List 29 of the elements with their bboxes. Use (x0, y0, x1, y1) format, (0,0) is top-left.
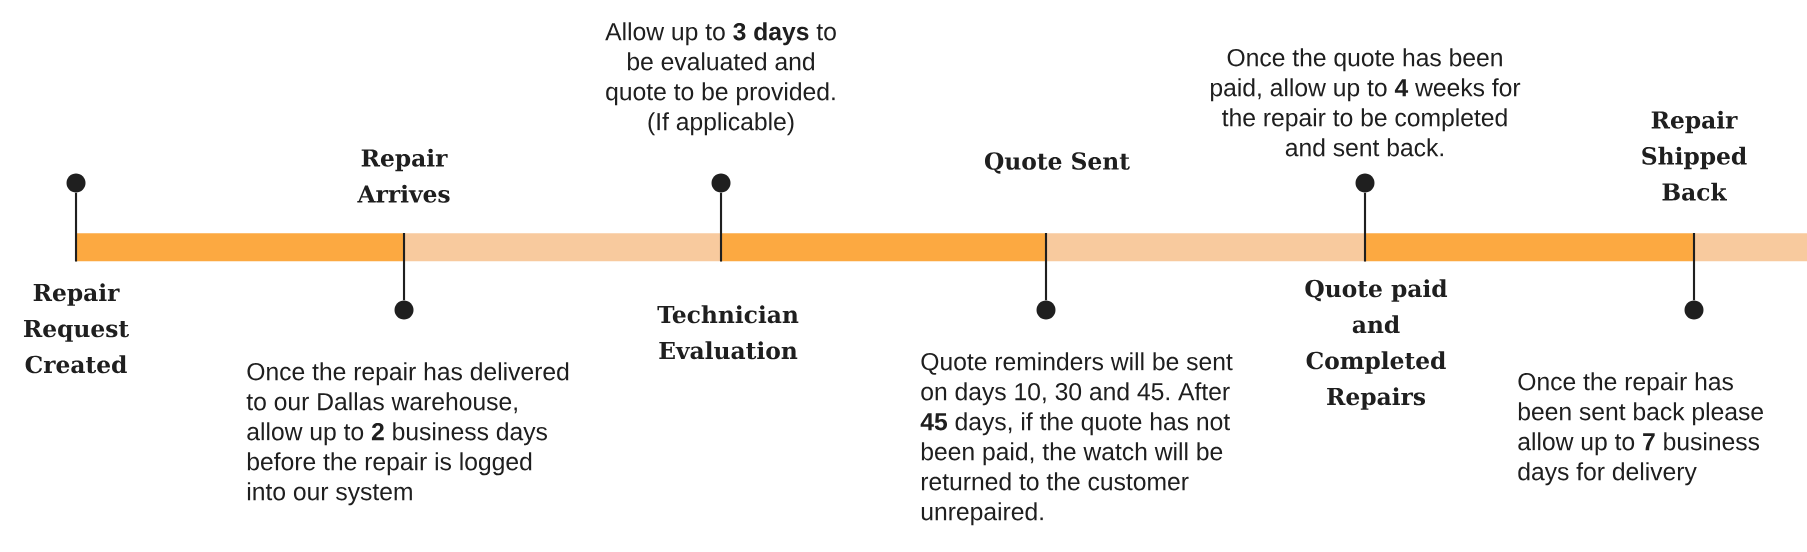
milestone-title: Repair Request Created (23, 283, 129, 374)
milestone-dot (711, 173, 731, 193)
timeline-segment (404, 233, 722, 262)
milestone-note: Once the repair has been sent back please allow up to 7 business days for delivery (1518, 372, 1763, 486)
milestone-title: Quote Sent (984, 152, 1130, 174)
timeline-segment (1046, 233, 1366, 262)
milestone-dot (66, 173, 86, 193)
stem-line (74, 192, 78, 262)
stem-line (1363, 192, 1367, 262)
stem-line (402, 233, 406, 301)
milestone-title: Repair Shipped Back (1642, 110, 1747, 201)
stem-line (719, 192, 723, 262)
stem-line (1044, 233, 1048, 301)
milestone-title: Quote paid and Completed Repairs (1305, 279, 1448, 410)
milestone-note: Once the repair has delivered to our Dallas warehouse, allow up to 2 business days before the repair is logged into our system (246, 362, 569, 506)
timeline-segment (76, 233, 405, 262)
milestone-note: Allow up to 3 days to be evaluated and quote to be provided. (If applicable) (605, 22, 836, 136)
milestone-note: Quote reminders will be sent on days 10, 30 and 45. After 45 days, if the quote has not been paid, the watch will be returned to the customer unrepaired. (920, 352, 1233, 526)
milestone-dot (1036, 300, 1056, 320)
milestone-title: Technician Evaluation (657, 305, 799, 360)
milestone-note: Once the quote has been paid, allow up to 4 weeks for the repair to be completed and sent back. (1210, 48, 1521, 157)
timeline-segment (1694, 233, 1807, 262)
stem-line (1692, 233, 1696, 301)
milestone-dot (1684, 300, 1704, 320)
timeline-segment (1365, 233, 1695, 262)
timeline-segment (721, 233, 1047, 262)
milestone-dot (394, 300, 414, 320)
milestone-dot (1355, 173, 1375, 193)
milestone-title: Repair Arrives (357, 148, 450, 203)
